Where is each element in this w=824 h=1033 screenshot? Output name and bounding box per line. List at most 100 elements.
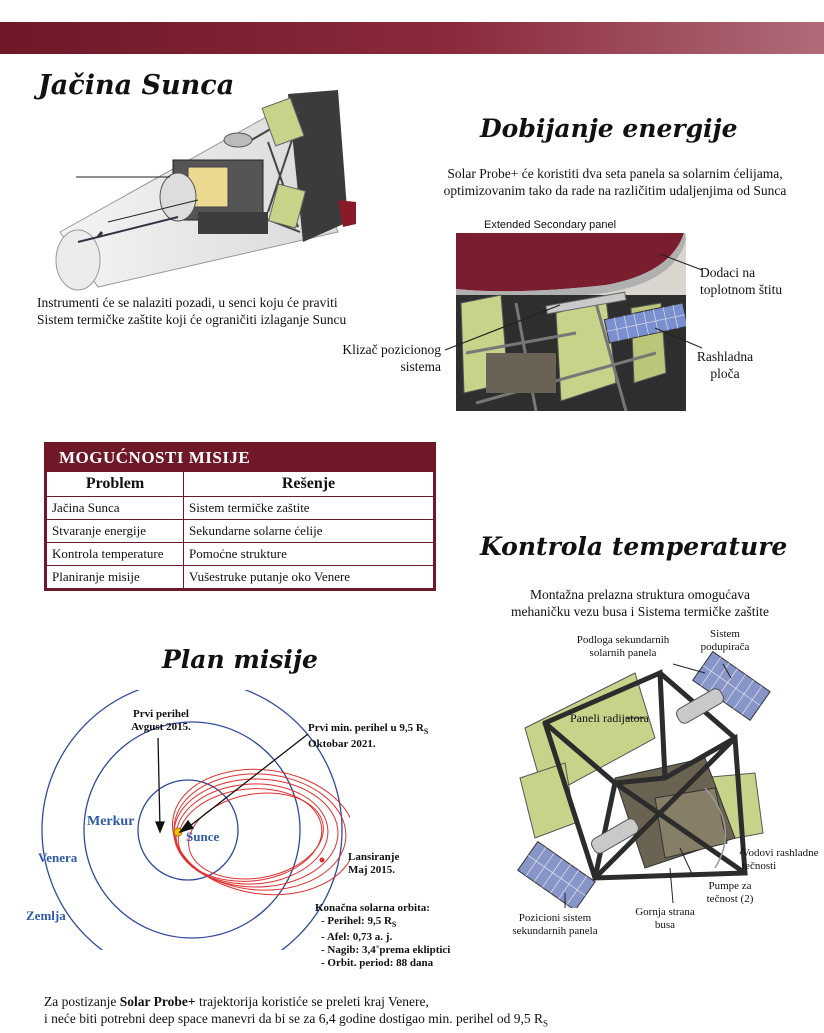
intro-line: optimizovanim tako da rade na različitim… [443, 183, 787, 198]
label-radiator-panels: Paneli radijatora [570, 711, 649, 725]
overlay-panel-label: Extended Secondary panel [484, 219, 617, 231]
table-title: MOGUĆNOSTI MISIJE [46, 444, 434, 471]
power-intro: Solar Probe+ će koristiti dva seta panel… [410, 165, 820, 199]
label-line: busa [654, 919, 676, 931]
section-title-thermal: Kontrola temperature [480, 532, 788, 561]
label-venus: Venera [38, 850, 78, 865]
label-line: Lansiranje [348, 851, 400, 863]
table-row: Kontrola temperature Pomoćne strukture [46, 542, 434, 566]
footer-line: i neće biti potrebni deep space manevri … [44, 1010, 604, 1033]
secondary-panel-illustration [456, 233, 686, 411]
label-slider: Klizač pozicionog sistema [300, 341, 441, 375]
label-line: Podloga sekundarnih [576, 634, 670, 646]
table-cell: Pomoćne strukture [183, 542, 434, 566]
table-cell: Stvaranje energije [46, 519, 184, 543]
label-line: Rashladna [696, 349, 754, 364]
table-row: Stvaranje energije Sekundarne solarne će… [46, 519, 434, 543]
power-leader-lines [444, 253, 703, 351]
label-line: sistema [400, 359, 442, 374]
label-line: Prvi perihel [133, 708, 189, 720]
section-title-power: Dobijanje energije [480, 114, 738, 143]
label-line: Maj 2015. [348, 864, 396, 876]
label-line: Avgust 2015. [131, 721, 191, 733]
table-header-problem: Problem [46, 471, 184, 497]
label-line: Gornja strana [635, 906, 695, 918]
label-line: Vodovi rashladne [742, 847, 819, 859]
subscript: S [423, 727, 429, 737]
orbit-diagram [41, 690, 350, 950]
orbit-value: 0,73 a. j. [352, 931, 393, 944]
transition-structure-illustration [517, 650, 771, 908]
sun-intensity-caption: Instrumenti će se nalaziti pozadi, u sen… [37, 294, 397, 328]
label-line: Pumpe za [708, 880, 752, 892]
label-positioning-system: Pozicioni sistem sekundarnih panela [500, 912, 610, 938]
table-row: Planiranje misije Vušestruke putanje oko… [46, 565, 434, 589]
label-min-perihelion: Prvi min. perihel u 9,5 RS Oktobar 2021. [308, 722, 428, 751]
subscript: S [543, 1018, 549, 1029]
label-first-perihelion: Prvi perihel Avgust 2015. [111, 708, 211, 734]
label-support-system: Sistem podupirača [695, 628, 755, 654]
orbit-key: Afel: [326, 931, 351, 944]
label-line: solarnih panela [589, 647, 657, 659]
section-title-sun-intensity: Jačina Sunca [38, 70, 235, 101]
table-cell: Kontrola temperature [46, 542, 184, 566]
table-cell: Sistem termičke zaštite [183, 496, 434, 520]
label-line: tečnost (2) [706, 893, 754, 905]
section-title-mission-plan: Plan misije [162, 645, 318, 674]
final-orbit-box: Konačna solarna orbita: - Perihel: 9,5 R… [315, 902, 450, 970]
table-cell: Vušestruke putanje oko Venere [183, 565, 434, 589]
table-cell: Sekundarne solarne ćelije [183, 519, 434, 543]
label-line: Prvi min. perihel u 9,5 R [308, 722, 424, 734]
orbit-value: 88 dana [396, 957, 434, 970]
label-line: Sistem [710, 628, 740, 640]
table-cell: Jačina Sunca [46, 496, 184, 520]
label-line: tečnosti [742, 860, 777, 872]
label-coolant-lines: Vodovi rashladne tečnosti [742, 847, 818, 873]
caption-line: Sistem termičke zaštite koji će ograniči… [37, 312, 347, 327]
label-line: podupirača [700, 641, 750, 653]
label-mercury: Merkur [87, 814, 135, 829]
final-orbit-title: Konačna solarna orbita: [315, 902, 430, 914]
footer-text-part: i neće biti potrebni deep space manevri … [44, 1011, 543, 1026]
orbit-value: 9,5 R [367, 915, 392, 927]
header-bar [0, 22, 824, 54]
footer-text-part: Za postizanje [44, 994, 120, 1009]
label-line: sekundarnih panela [512, 925, 598, 937]
intro-line: mehaničku vezu busa i Sistema termičke z… [511, 604, 769, 619]
orbit-key: Orbit. period: [327, 957, 394, 970]
final-orbit-row: - Orbit. period: 88 dana [321, 957, 434, 970]
spacecraft-shadow-illustration [55, 90, 356, 291]
label-line: toplotnom štitu [700, 282, 783, 297]
label-heat-shield-addons: Dodaci na toplotnom štitu [700, 264, 782, 298]
subscript: S [391, 920, 397, 930]
table-cell: Planiranje misije [46, 565, 184, 589]
footer-line: Za postizanje Solar Probe+ trajektorija … [44, 993, 604, 1010]
label-line: Pozicioni sistem [518, 912, 592, 924]
label-cooling-plate: Rashladna ploča [680, 348, 770, 382]
final-orbit-row: - Perihel: 9,5 RS [321, 915, 397, 930]
label-line: ploča [710, 366, 740, 381]
label-sun: Sunce [186, 829, 220, 844]
caption-line: Instrumenti će se nalaziti pozadi, u sen… [37, 295, 338, 310]
label-earth: Zemlja [26, 908, 66, 923]
label-pumps: Pumpe za tečnost (2) [690, 880, 770, 906]
footer-text: Za postizanje Solar Probe+ trajektorija … [44, 993, 604, 1033]
label-launch: Lansiranje Maj 2015. [348, 851, 399, 877]
mission-capabilities-table: MOGUĆNOSTI MISIJE Problem Rešenje Jačina… [44, 442, 436, 591]
label-line: Dodaci na [700, 265, 756, 280]
footer-text-part: trajektorija koristiće se preleti kraj V… [195, 994, 429, 1009]
intro-line: Montažna prelazna struktura omogućava [529, 587, 751, 602]
final-orbit-row: - Nagib: 3,4˚prema ekliptici [321, 944, 451, 957]
orbit-key: Nagib: [327, 944, 360, 957]
label-panel-substrate: Podloga sekundarnih solarnih panela [558, 634, 688, 660]
footer-text-bold: Solar Probe+ [119, 994, 196, 1009]
label-line: Klizač pozicionog [342, 342, 441, 357]
intro-line: Solar Probe+ će koristiti dva seta panel… [447, 166, 783, 181]
orbit-value: 3,4˚prema ekliptici [361, 944, 451, 957]
table-header-solution: Rešenje [183, 471, 434, 497]
label-line: Oktobar 2021. [308, 738, 376, 751]
final-orbit-row: - Afel: 0,73 a. j. [321, 931, 393, 944]
table-row: Jačina Sunca Sistem termičke zaštite [46, 496, 434, 520]
orbit-key: Perihel: [327, 915, 365, 927]
thermal-intro: Montažna prelazna struktura omogućava me… [470, 586, 810, 620]
